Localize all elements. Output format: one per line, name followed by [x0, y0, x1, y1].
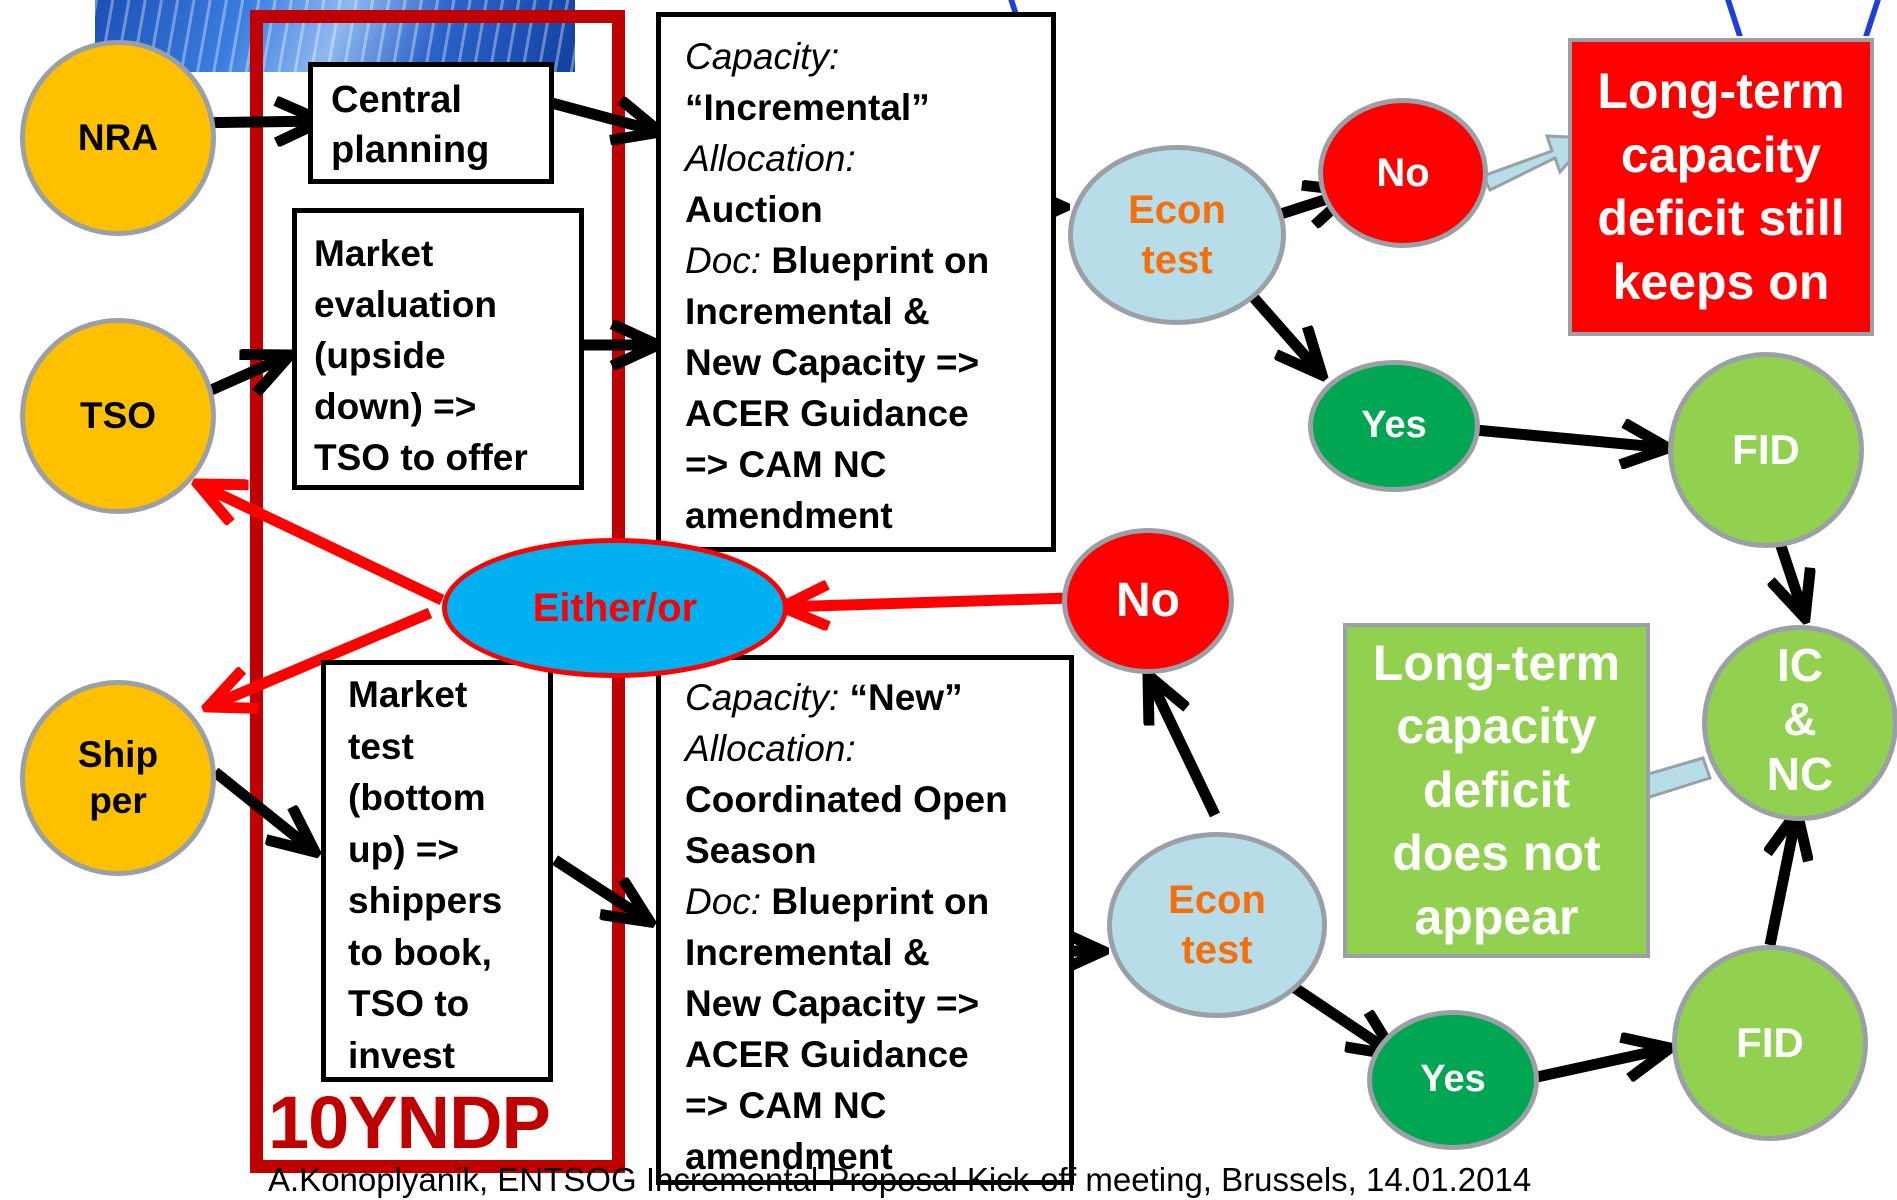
tyndp-label: 10YNDP — [268, 1081, 551, 1164]
arrow-either-shipper — [208, 607, 433, 707]
fid-upper: FID — [1668, 352, 1864, 548]
no-upper-label: No — [1376, 151, 1430, 195]
arrow-tso-evaluation — [197, 355, 290, 401]
ic-nc-circle: IC & NC — [1702, 625, 1897, 821]
deficit-does-not-appear-panel: Long-term capacity deficit does not appe… — [1343, 623, 1650, 958]
new-capacity-box: Capacity: “New” Allocation: Coordinated … — [656, 655, 1074, 1185]
yes-lower: Yes — [1367, 1010, 1539, 1150]
arrow-no-either — [782, 598, 1071, 607]
either-or-label: Either/or — [532, 585, 698, 630]
no-lower: No — [1062, 528, 1234, 674]
actor-tso: TSO — [20, 318, 216, 514]
no-lower-label: No — [1116, 574, 1180, 627]
actor-nra-label: NRA — [77, 116, 159, 158]
arrow-central-incremental — [546, 102, 660, 132]
yes-lower-label: Yes — [1420, 1058, 1486, 1101]
arrow-either-tso — [198, 484, 445, 605]
yes-upper: Yes — [1308, 360, 1480, 492]
arrow-shipper-test — [211, 767, 315, 852]
actor-nra: NRA — [20, 40, 216, 236]
arrow-test-new — [551, 855, 650, 922]
arrow-yes-fid — [1474, 430, 1668, 448]
deficit-keeps-on-panel: Long-term capacity deficit still keeps o… — [1568, 38, 1874, 336]
actor-shipper: Ship per — [20, 680, 216, 876]
ic-nc-label: IC & NC — [1766, 639, 1834, 800]
central-planning-box: Central planning — [308, 62, 554, 184]
actor-shipper-label: Ship per — [77, 733, 159, 821]
either-or-ellipse: Either/or — [442, 538, 788, 678]
yes-upper-label: Yes — [1361, 404, 1427, 447]
arrow-econ-no-lower — [1148, 675, 1220, 818]
no-upper: No — [1318, 98, 1488, 248]
fid-upper-label: FID — [1732, 425, 1800, 473]
market-test-box: Market test (bottom up) => shippers to b… — [321, 660, 553, 1082]
footer-credit: A.Konoplyanik, ENTSOG Incremental Propos… — [268, 1161, 1532, 1198]
fid-lower-label: FID — [1736, 1018, 1804, 1066]
arrow-fid-icnc-lower — [1770, 812, 1797, 947]
market-evaluation-box: Market evaluation (upside down) => TSO t… — [292, 208, 584, 490]
incremental-capacity-box: Capacity: “Incremental” Allocation: Auct… — [656, 12, 1056, 552]
fid-lower: FID — [1672, 945, 1868, 1141]
arrow-yes-fid-lower — [1535, 1048, 1670, 1077]
actor-tso-label: TSO — [79, 394, 157, 436]
